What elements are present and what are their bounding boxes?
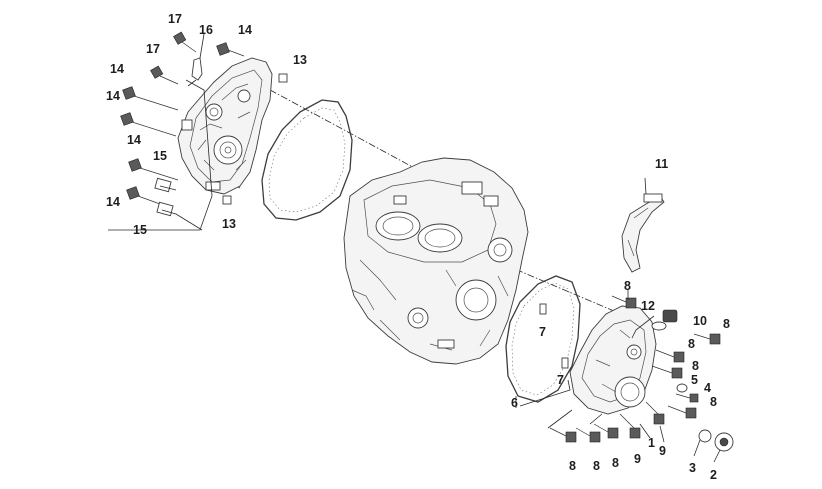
washer-3 xyxy=(698,429,712,443)
callout-15-a: 15 xyxy=(153,149,167,163)
callout-9-b: 9 xyxy=(659,444,666,458)
bolt-8-r4 xyxy=(667,405,697,419)
callout-8-b3: 8 xyxy=(612,456,619,470)
callout-6: 6 xyxy=(511,396,518,410)
right-cover-gasket xyxy=(505,275,581,403)
callout-10: 10 xyxy=(693,314,707,328)
callout-3: 3 xyxy=(689,461,696,475)
dowel-7-a xyxy=(539,303,547,315)
bolt-14-l2 xyxy=(120,112,177,137)
bolt-4 xyxy=(675,393,699,403)
bolt-16 xyxy=(187,57,203,87)
callout-5: 5 xyxy=(691,373,698,387)
callout-8-b1: 8 xyxy=(569,459,576,473)
bolt-8-b3 xyxy=(593,423,619,439)
bolt-17-mid xyxy=(150,65,179,85)
callout-16: 16 xyxy=(199,23,213,37)
callout-11: 11 xyxy=(655,157,668,171)
callout-8-top: 8 xyxy=(624,279,631,293)
bracket-11 xyxy=(621,193,665,273)
bolt-14-l3 xyxy=(128,158,179,181)
washer-5 xyxy=(676,383,688,393)
callout-8-r3: 8 xyxy=(692,359,699,373)
bolt-17-top xyxy=(173,31,197,53)
callout-12: 12 xyxy=(641,299,655,313)
callout-8-r2: 8 xyxy=(688,337,695,351)
callout-13-bottom: 13 xyxy=(222,217,236,231)
right-crankcase-cover xyxy=(569,305,657,415)
callout-14-l1: 14 xyxy=(110,62,124,76)
bolt-8-r2 xyxy=(655,349,685,363)
pin-13-bottom xyxy=(222,195,232,205)
callout-14-l3: 14 xyxy=(127,133,141,147)
dowel-7-b xyxy=(561,357,569,369)
callout-8-r4: 8 xyxy=(710,395,717,409)
plug-10 xyxy=(662,309,678,323)
callout-2: 2 xyxy=(710,468,717,482)
callout-8-b2: 8 xyxy=(593,459,600,473)
left-cover-gasket xyxy=(261,99,353,221)
bolt-8-r1 xyxy=(693,333,721,345)
callout-17-top: 17 xyxy=(168,12,182,26)
bolt-8-r3 xyxy=(651,365,683,379)
bolts-left xyxy=(120,31,288,217)
bolt-9-b xyxy=(645,401,665,425)
bolt-14-l1 xyxy=(122,86,179,111)
left-crankcase-cover xyxy=(177,57,273,195)
callout-14-top: 14 xyxy=(238,23,252,37)
callout-9-a: 9 xyxy=(634,452,641,466)
callout-14-l2: 14 xyxy=(106,89,120,103)
bolt-8-b2 xyxy=(575,427,601,443)
bolts-right xyxy=(539,295,721,443)
pin-13-top xyxy=(278,73,288,83)
callout-7-b: 7 xyxy=(557,373,564,387)
bolt-14-top xyxy=(216,42,245,57)
callout-15-b: 15 xyxy=(133,223,147,237)
cap-2 xyxy=(714,432,734,452)
callout-4: 4 xyxy=(704,381,711,395)
callout-8-r1: 8 xyxy=(723,317,730,331)
callout-13-top: 13 xyxy=(293,53,307,67)
callout-1: 1 xyxy=(648,436,655,450)
callout-17-mid: 17 xyxy=(146,42,160,56)
dowel-15-b xyxy=(156,201,174,217)
callout-14-l4: 14 xyxy=(106,195,120,209)
bolt-8-top xyxy=(611,295,637,309)
dowel-15-a xyxy=(154,177,172,193)
bolt-9-a xyxy=(619,413,641,439)
bolt-8-b1 xyxy=(549,427,577,443)
bolt-14-l4 xyxy=(126,186,161,205)
leader-lines xyxy=(108,33,721,463)
crankcase-block xyxy=(343,157,529,365)
callout-labels: 17 16 14 17 13 14 14 14 15 14 15 13 11 8… xyxy=(106,12,730,482)
o-ring-12 xyxy=(651,321,667,331)
callout-7-a: 7 xyxy=(539,325,546,339)
